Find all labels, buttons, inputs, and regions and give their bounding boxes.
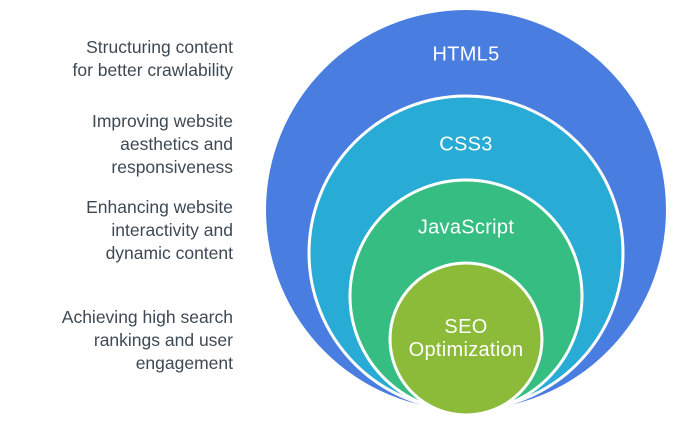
ring-label-css3: CSS3: [439, 133, 493, 156]
annotation-seo-optimization: Achieving high search rankings and user …: [61, 307, 233, 373]
ring-label-seo-optimization: SEO Optimization: [408, 316, 524, 361]
ring-seo-optimization: [388, 261, 544, 417]
ring-label-html5: HTML5: [432, 43, 500, 66]
annotation-css3: Improving website aesthetics and respons…: [91, 111, 233, 177]
annotation-javascript: Enhancing website interactivity and dyna…: [86, 197, 233, 263]
ring-label-javascript: JavaScript: [417, 216, 515, 239]
annotation-html5: Structuring content for better crawlabil…: [72, 37, 233, 80]
